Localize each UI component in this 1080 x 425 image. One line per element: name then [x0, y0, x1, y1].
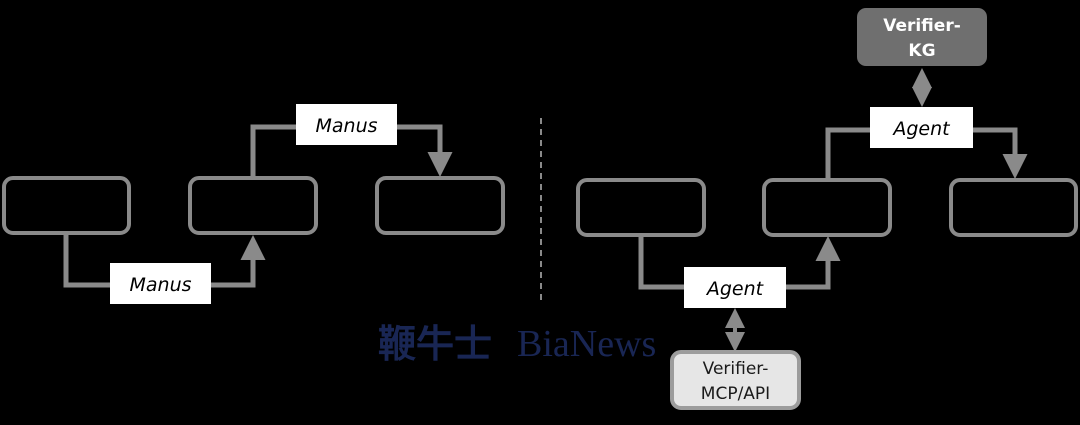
left-diagram: Manus Manus: [2, 104, 505, 304]
verifier-mcp-box: [670, 350, 801, 410]
right-diagram: Agent Agent Verifier- KG Verifier- MCP/A…: [576, 8, 1078, 410]
bianews-watermark: 鞭牛士 BiaNews: [378, 321, 656, 366]
verifier-kg-box: [857, 8, 987, 66]
right-bottom-label: Agent: [705, 278, 765, 300]
verifier-kg-line2: KG: [908, 41, 935, 61]
left-top-label: Manus: [315, 115, 377, 137]
watermark-latin: BiaNews: [517, 323, 656, 365]
left-top-label-box: [296, 104, 397, 145]
left-bottom-label-box: [110, 263, 211, 304]
watermark-chinese: 鞭牛士: [378, 321, 492, 366]
right-bottom-label-box: [684, 267, 786, 308]
left-node-3: [375, 176, 505, 235]
left-node-2: [188, 176, 318, 235]
left-node-1: [2, 176, 131, 235]
left-bottom-label: Manus: [129, 274, 191, 296]
right-node-1: [576, 178, 706, 237]
verifier-kg-line1: Verifier-: [883, 16, 961, 36]
right-top-label-box: [870, 107, 973, 148]
right-node-2: [762, 178, 892, 237]
right-top-label: Agent: [891, 118, 951, 140]
verifier-mcp-line2: MCP/API: [701, 384, 770, 404]
right-node-3: [949, 178, 1078, 237]
verifier-mcp-line1: Verifier-: [703, 359, 769, 379]
